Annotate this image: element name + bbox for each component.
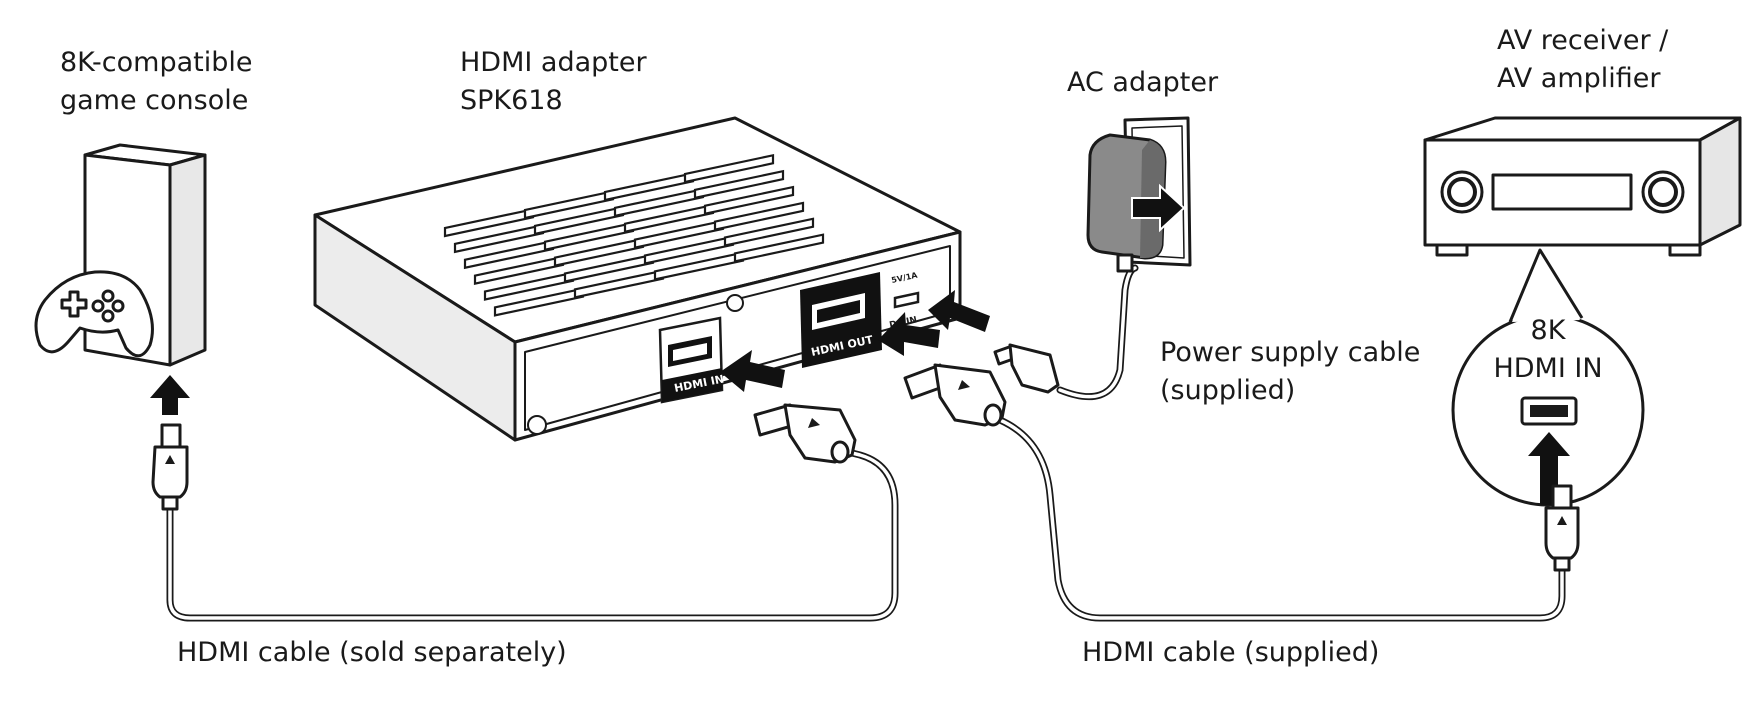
hdmi-plug-console <box>151 423 189 511</box>
console-label: 8K-compatible game console <box>60 44 252 120</box>
arrow-into-hdmi-out-icon <box>878 312 940 356</box>
ac-adapter-icon <box>1086 116 1192 273</box>
console-label-line2: game console <box>60 85 249 116</box>
callout-label-line1: 8K <box>1530 315 1566 346</box>
arrow-into-wall-icon <box>1131 183 1186 233</box>
power-cable-label-line2: (supplied) <box>1160 375 1296 406</box>
hdmi-cable-sold-separately <box>166 446 899 622</box>
adapter-label-line1: HDMI adapter <box>460 47 647 78</box>
power-cable-label: Power supply cable (supplied) <box>1160 334 1420 410</box>
receiver-label-line2: AV amplifier <box>1497 63 1661 94</box>
gamepad-icon <box>34 270 154 358</box>
adapter-vents <box>443 153 825 317</box>
hdmi-plug-receiver <box>1544 484 1580 572</box>
arrow-up-icon <box>150 375 190 415</box>
hdmi-plug-adapter-out <box>903 363 1007 427</box>
console-label-line1: 8K-compatible <box>60 47 253 78</box>
dc-plug <box>993 343 1060 394</box>
hdmi-out-port: HDMI OUT <box>800 272 882 368</box>
receiver-port-callout <box>1451 248 1645 507</box>
receiver-label-line1: AV receiver / <box>1497 25 1669 56</box>
hdmi-in-port: HDMI IN <box>658 316 725 404</box>
adapter-label: HDMI adapter SPK618 <box>460 44 647 120</box>
adapter-label-line2: SPK618 <box>460 85 563 116</box>
cable-supplied-label: HDMI cable (supplied) <box>1082 637 1380 668</box>
ac-adapter-label: AC adapter <box>1067 67 1219 98</box>
receiver-label: AV receiver / AV amplifier <box>1497 22 1668 98</box>
power-cable-label-line1: Power supply cable <box>1160 337 1421 368</box>
av-receiver-icon <box>1423 116 1742 257</box>
callout-label: 8K HDMI IN <box>1478 312 1618 388</box>
arrow-into-dc-in-icon <box>928 290 990 332</box>
arrow-into-hdmi-in-icon <box>720 350 785 392</box>
hdmi-plug-adapter-in <box>753 403 857 464</box>
cable-separate-label: HDMI cable (sold separately) <box>177 637 567 668</box>
callout-label-line2: HDMI IN <box>1493 353 1603 384</box>
